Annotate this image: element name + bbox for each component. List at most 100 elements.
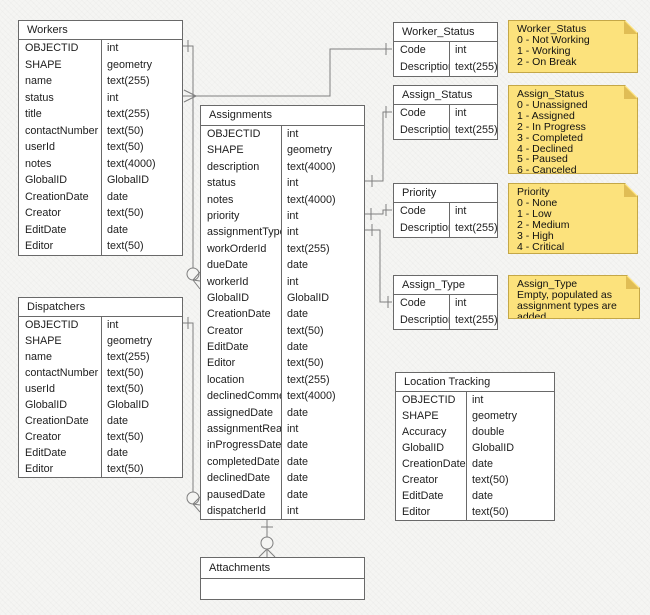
zero-circle	[186, 491, 200, 505]
field-name: OBJECTID	[25, 319, 79, 331]
field-type: text(50)	[281, 355, 364, 372]
field-type: text(4000)	[281, 191, 364, 208]
field-name: userId	[25, 141, 56, 153]
field-name: EditDate	[25, 447, 67, 459]
field-type: text(50)	[101, 139, 182, 156]
edge-path	[183, 322, 194, 492]
field-name: EditDate	[207, 341, 249, 354]
field-name: Editor	[25, 463, 54, 475]
field-name: declinedDate	[207, 472, 271, 485]
connector-workers-assignments[interactable]	[183, 40, 201, 290]
field-name: assignmentRead	[207, 423, 281, 436]
note-title: Assign_Type	[517, 278, 578, 290]
field-name: priority	[207, 209, 240, 222]
note-title: Assign_Status	[517, 88, 585, 100]
field-type: text(50)	[101, 238, 182, 255]
edge-path	[365, 209, 392, 215]
connector-assignments-attachments[interactable]	[258, 517, 276, 558]
note-line: Empty, populated as	[517, 288, 612, 301]
field-type: geometry	[281, 142, 364, 159]
field-type: text(50)	[281, 322, 364, 340]
field-type: text(50)	[101, 365, 182, 381]
field-name: SHAPE	[25, 335, 62, 347]
table-row: Code int	[394, 42, 497, 59]
table-row: declinedDate date	[201, 470, 364, 487]
crow-foot	[192, 271, 201, 290]
field-type: text(255)	[101, 73, 182, 90]
field-type: int	[281, 126, 364, 143]
connector-dispatchers-assignments[interactable]	[183, 317, 201, 513]
field-name: EditDate	[25, 223, 67, 236]
field-type: date	[281, 339, 364, 356]
field-type: date	[281, 437, 364, 454]
field-name: Accuracy	[402, 426, 447, 438]
field-type: text(4000)	[281, 388, 364, 405]
field-name: Editor	[207, 357, 236, 370]
field-type: date	[281, 306, 364, 323]
field-type: GlobalID	[466, 440, 554, 456]
field-type: text(255)	[449, 220, 497, 237]
table-title: Workers	[19, 21, 182, 40]
field-type: date	[281, 470, 364, 487]
field-type: text(50)	[466, 472, 554, 488]
field-type: text(50)	[101, 381, 182, 397]
connector-assignments-priority[interactable]	[365, 204, 392, 220]
field-name: description	[207, 160, 260, 173]
field-name: Description	[400, 124, 449, 136]
field-type: text(50)	[101, 205, 182, 222]
field-type: text(4000)	[101, 155, 182, 172]
table-title: Location Tracking	[396, 373, 554, 392]
connector-workers-worker-status[interactable]	[183, 43, 392, 103]
table-title: Assignments	[201, 106, 364, 126]
field-type: date	[281, 404, 364, 422]
field-name: EditDate	[402, 490, 444, 502]
field-name: name	[25, 75, 53, 87]
connector-assignments-assign-status[interactable]	[365, 106, 392, 187]
field-type: date	[281, 453, 364, 471]
table-attachments[interactable]: Attachments	[200, 557, 365, 600]
field-name: Code	[400, 44, 426, 56]
field-name: dueDate	[207, 259, 248, 272]
connector-assignments-assign-type[interactable]	[365, 224, 392, 308]
table-row: EditDate date	[201, 339, 364, 356]
note-line: 0 - None	[517, 196, 558, 209]
edge-path	[365, 229, 392, 303]
table-title: Dispatchers	[19, 298, 182, 317]
field-name: GlobalID	[402, 442, 445, 454]
zero-circle	[260, 536, 274, 550]
field-type: int	[101, 89, 182, 106]
field-type: text(255)	[449, 59, 497, 76]
field-type: int	[449, 42, 497, 59]
